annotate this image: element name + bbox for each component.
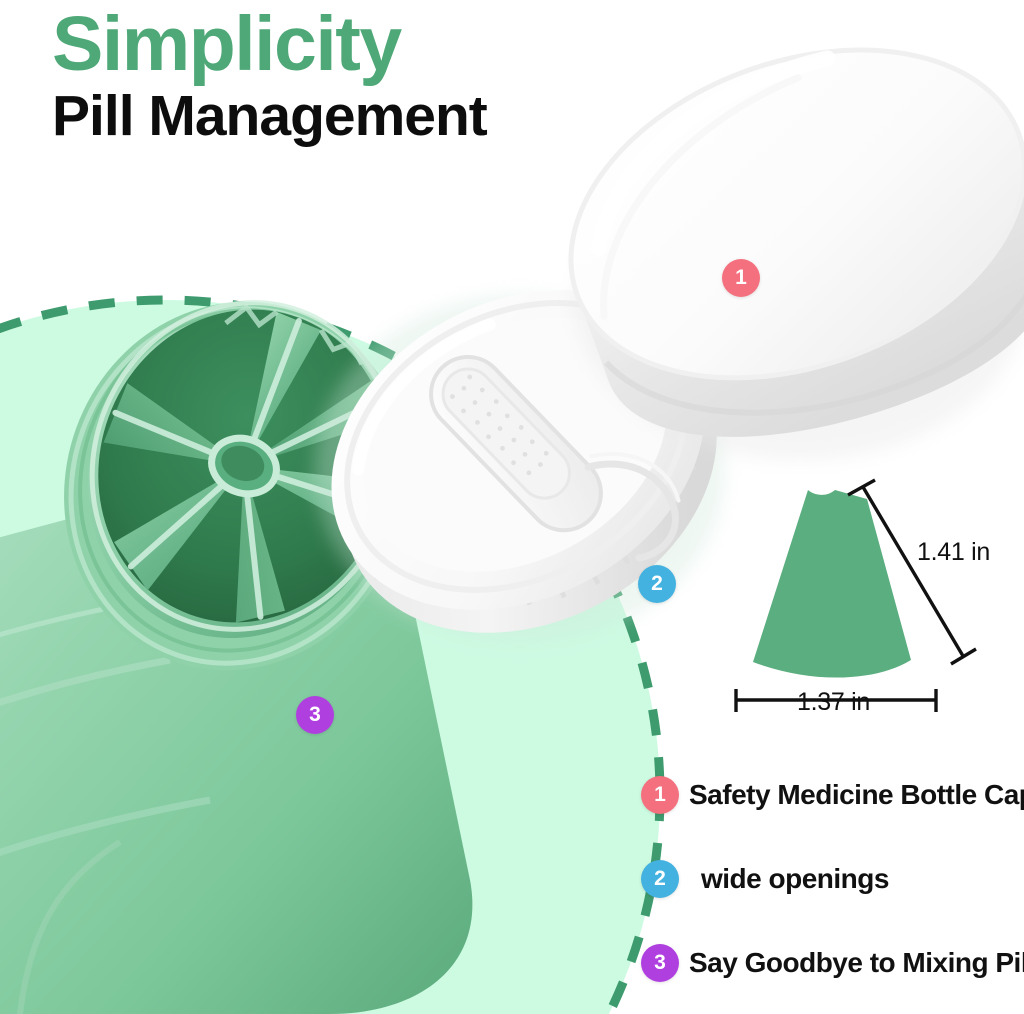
wedge-dimension-drawing — [734, 478, 977, 712]
title-line-primary: Simplicity — [52, 1, 402, 87]
dimension-diagram: 1.41 in 1.37 in — [715, 470, 1024, 735]
legend-item-1[interactable]: 1 Safety Medicine Bottle Caps — [641, 753, 1024, 837]
slant-dimension-label: 1.41 in — [917, 538, 990, 566]
legend-item-3[interactable]: 3 Say Goodbye to Mixing Pills — [641, 921, 1024, 1005]
feature-legend: 1 Safety Medicine Bottle Caps 2 wide ope… — [641, 753, 1024, 1005]
wedge-shape — [753, 490, 911, 678]
legend-label-1: Safety Medicine Bottle Caps — [689, 779, 1024, 810]
legend-label-3: Say Goodbye to Mixing Pills — [689, 947, 1024, 978]
mint-background-circle — [0, 300, 660, 1014]
white-screw-cap — [568, 47, 1024, 460]
legend-item-2[interactable]: 2 wide openings — [641, 837, 1024, 921]
width-dimension-label: 1.37 in — [797, 688, 870, 716]
legend-badge-3[interactable]: 3 — [641, 944, 679, 982]
title-line-secondary: Pill Management — [52, 83, 488, 148]
callout-badge-2[interactable]: 2 — [638, 565, 676, 603]
callout-badge-1-number: 1 — [735, 266, 747, 289]
legend-badge-3-number: 3 — [654, 951, 666, 974]
callout-badge-3-number: 3 — [309, 703, 321, 726]
callout-badge-1[interactable]: 1 — [722, 259, 760, 297]
legend-badge-2[interactable]: 2 — [641, 860, 679, 898]
slant-dimension-line — [847, 478, 977, 666]
page-title: Simplicity Pill Management — [52, 1, 488, 148]
legend-label-2: wide openings — [701, 863, 889, 894]
legend-badge-1[interactable]: 1 — [641, 776, 679, 814]
callout-badge-2-number: 2 — [651, 572, 663, 595]
legend-badge-1-number: 1 — [654, 783, 666, 806]
width-dimension-line — [734, 689, 938, 712]
legend-badge-2-number: 2 — [654, 867, 666, 890]
callout-badge-3[interactable]: 3 — [296, 696, 334, 734]
